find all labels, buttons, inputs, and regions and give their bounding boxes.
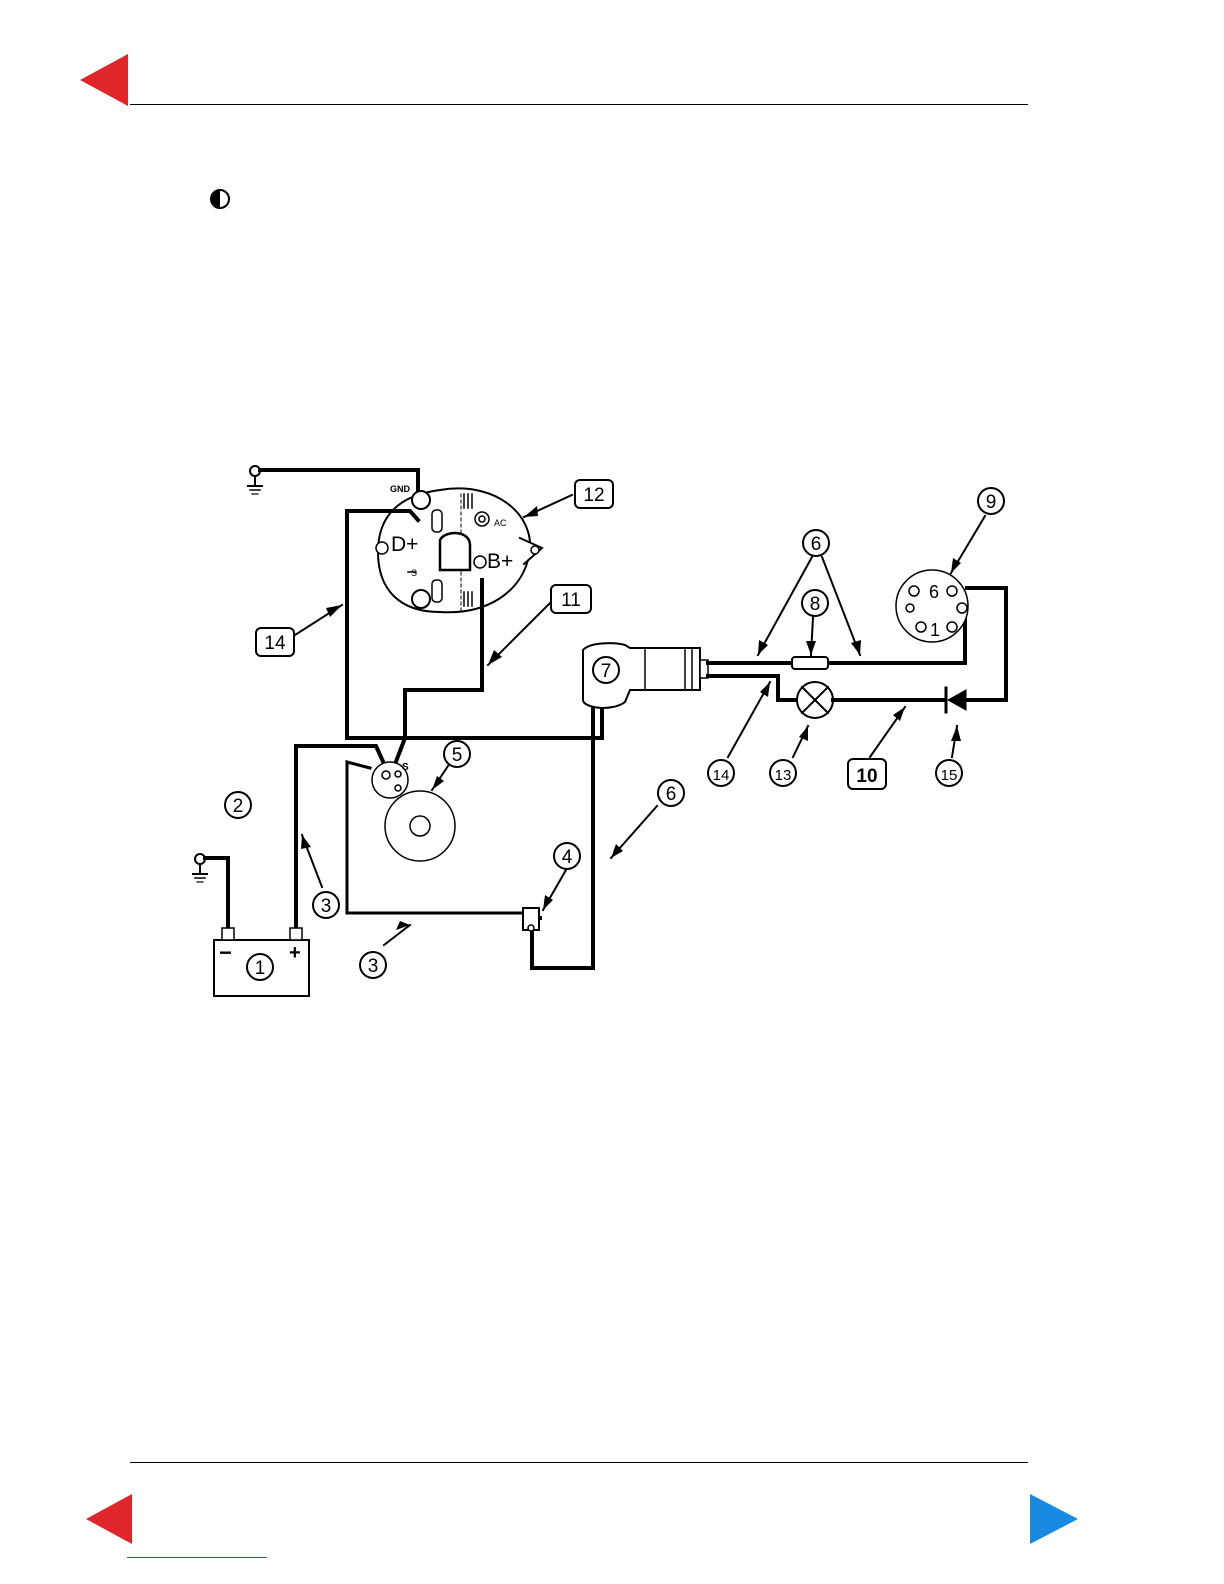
callout-14: 14 <box>264 633 286 654</box>
wire-6-key-to-switch <box>532 705 593 968</box>
b-plus-label: B+ <box>487 550 513 573</box>
callout-3: 3 <box>321 896 332 917</box>
callout-3: 3 <box>368 956 379 977</box>
callout-2: 2 <box>233 796 244 817</box>
callout-4: 4 <box>562 847 573 868</box>
callout-13: 13 <box>775 767 792 784</box>
ac-label: AC <box>494 518 507 528</box>
starter-s-label: S <box>402 762 409 773</box>
callout-6: 6 <box>666 784 677 805</box>
callout-7: 7 <box>601 661 612 682</box>
callout-10: 10 <box>856 766 877 787</box>
wire-diode-to-panel <box>966 588 1006 700</box>
fuse <box>792 657 828 669</box>
callout-12: 12 <box>583 485 604 506</box>
callout-8: 8 <box>810 594 821 615</box>
callout-shapes <box>225 480 1004 980</box>
battery-minus-label: − <box>219 940 232 965</box>
callout-1: 1 <box>255 958 266 979</box>
callout-6: 6 <box>811 534 822 555</box>
callout-9: 9 <box>986 492 997 513</box>
panel-1-label: 1 <box>930 620 940 640</box>
warning-lamp <box>797 682 833 718</box>
wire-2-ground <box>205 858 228 930</box>
panel-6-label: 6 <box>929 582 939 602</box>
starter-motor <box>372 762 455 861</box>
diode <box>946 688 966 712</box>
d-plus-label: D+ <box>391 533 418 556</box>
alternator-s-label: S <box>411 568 417 578</box>
gnd-label: GND <box>390 484 411 494</box>
callout-15: 15 <box>941 767 958 784</box>
callout-14: 14 <box>713 767 730 784</box>
callout-5: 5 <box>452 745 463 766</box>
battery-plus-label: + <box>289 942 301 964</box>
starter-switch <box>523 908 539 931</box>
callout-11: 11 <box>561 590 581 611</box>
wire-14-key-to-lamp <box>708 676 798 700</box>
